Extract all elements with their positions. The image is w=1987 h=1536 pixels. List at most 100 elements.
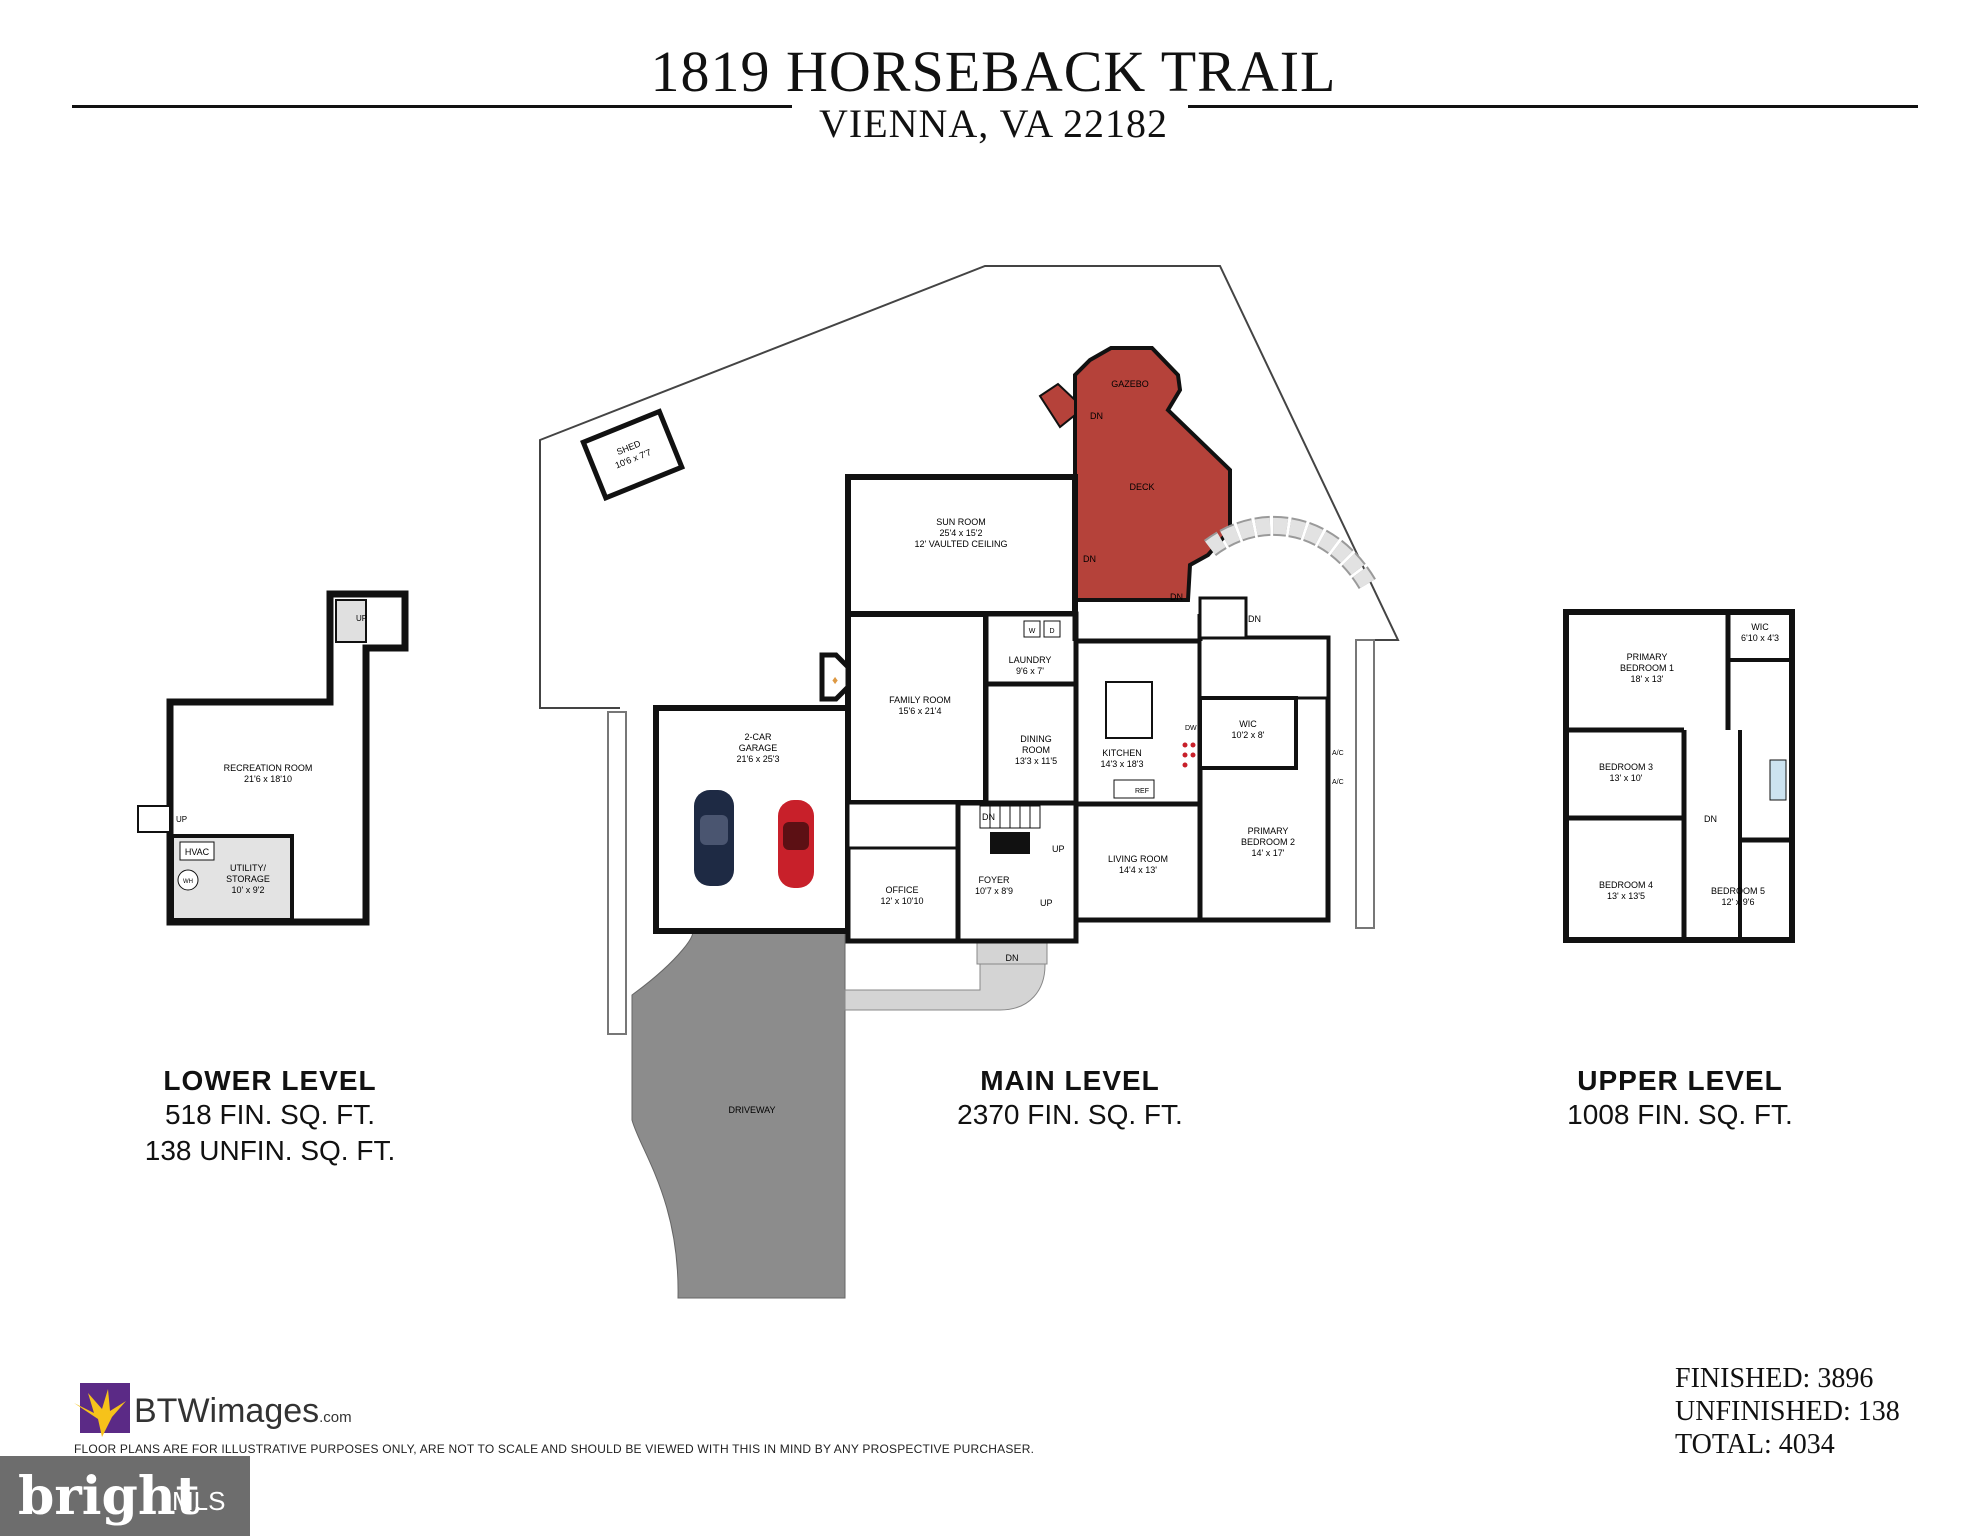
recreation-label: RECREATION ROOM <box>224 763 313 773</box>
upper-level-plan: PRIMARY BEDROOM 1 18' x 13' WIC 6'10 x 4… <box>1563 609 1795 943</box>
lower-level-unfin: 138 UNFIN. SQ. FT. <box>144 1135 396 1166</box>
utility-label-2: STORAGE <box>226 874 270 884</box>
dryer-label: D <box>1049 628 1054 635</box>
foyer-label: FOYER <box>978 875 1010 885</box>
deck-dn-label-2: DN <box>1083 554 1096 564</box>
fireplace <box>819 652 851 702</box>
deck-steps <box>1038 382 1076 429</box>
dining-label-1: DINING <box>1020 734 1052 744</box>
bedroom3-label: BEDROOM 3 <box>1599 762 1653 772</box>
deck-dn-label: DN <box>1090 411 1103 421</box>
utility-dims: 10' x 9'2 <box>232 885 265 895</box>
family-room-label: FAMILY ROOM <box>889 695 951 705</box>
laundry-dims: 9'6 x 7' <box>1016 666 1044 676</box>
garage-dims: 21'6 x 25'3 <box>737 754 780 764</box>
bright-mls-watermark: bright MLS <box>0 1456 250 1536</box>
office-label: OFFICE <box>886 885 919 895</box>
staircase <box>979 805 1041 854</box>
city-subtitle: VIENNA, VA 22182 <box>819 101 1168 146</box>
deck-label: DECK <box>1129 482 1154 492</box>
finished-total: FINISHED: 3896 <box>1675 1363 1874 1394</box>
main-level-caption: MAIN LEVEL 2370 FIN. SQ. FT. <box>920 1065 1220 1133</box>
office-dims: 12' x 10'10 <box>881 896 924 906</box>
utility-label-1: UTILITY/ <box>230 863 267 873</box>
dining-dims: 13'3 x 11'5 <box>1015 756 1057 766</box>
btwimages-logo-text: BTWimages.com <box>134 1392 352 1431</box>
recreation-dims: 21'6 x 18'10 <box>244 774 292 784</box>
kitchen-island <box>1105 681 1153 739</box>
foyer-up-label-1: UP <box>1052 844 1065 854</box>
header-rule-left <box>72 105 792 108</box>
sun-room-ceiling: 12' VAULTED CEILING <box>915 539 1008 549</box>
address-title: 1819 HORSEBACK TRAIL <box>650 39 1337 104</box>
garage-label-1: 2-CAR <box>744 732 772 742</box>
foyer-up-label-2: UP <box>1040 898 1053 908</box>
primary2-label-1: PRIMARY <box>1248 826 1289 836</box>
paver-column-left <box>607 711 627 1035</box>
rear-steps <box>1198 596 1248 640</box>
svg-text:♦: ♦ <box>832 673 838 687</box>
main-level-fin: 2370 FIN. SQ. FT. <box>957 1099 1183 1130</box>
dw-label: DW <box>1185 725 1197 732</box>
family-room-dims: 15'6 x 21'4 <box>899 706 942 716</box>
square-footage-totals: FINISHED: 3896 UNFINISHED: 138 TOTAL: 40… <box>1675 1362 1900 1461</box>
hvac-label: HVAC <box>185 847 210 857</box>
wic-main-dims: 10'2 x 8' <box>1232 730 1265 740</box>
ac-label-2: A/C <box>1332 779 1344 786</box>
unfinished-total: UNFINISHED: 138 <box>1675 1396 1900 1427</box>
front-walkway <box>844 959 1046 1011</box>
wic-main <box>1198 696 1298 770</box>
garage-label-2: GARAGE <box>739 743 778 753</box>
primary2-label-2: BEDROOM 2 <box>1241 837 1295 847</box>
main-level-name: MAIN LEVEL <box>980 1065 1160 1096</box>
disclaimer-text: FLOOR PLANS ARE FOR ILLUSTRATIVE PURPOSE… <box>74 1442 1035 1456</box>
living-label: LIVING ROOM <box>1108 854 1168 864</box>
driveway <box>631 931 846 1299</box>
yard-outline <box>539 265 1400 709</box>
car-blue <box>694 790 734 886</box>
paver-column-right <box>1355 639 1375 929</box>
car-red <box>778 800 814 888</box>
bedroom5-dims: 12' x 9'6 <box>1722 897 1755 907</box>
laundry-label: LAUNDRY <box>1009 655 1052 665</box>
wic-upper-dims: 6'10 x 4'3 <box>1741 633 1779 643</box>
primary-bath <box>1198 636 1330 700</box>
logo-name: BTWimages <box>134 1392 320 1430</box>
wic-upper-label: WIC <box>1751 622 1769 632</box>
upper-level-fin: 1008 FIN. SQ. FT. <box>1567 1099 1793 1130</box>
btwimages-logo-icon <box>74 1383 130 1437</box>
ac-label-1: A/C <box>1332 750 1344 757</box>
lower-up-label-1: UP <box>356 614 367 623</box>
upper-level-name: UPPER LEVEL <box>1577 1065 1783 1096</box>
driveway-label: DRIVEWAY <box>728 1105 775 1115</box>
upper-level-caption: UPPER LEVEL 1008 FIN. SQ. FT. <box>1540 1065 1820 1133</box>
bedroom3-dims: 13' x 10' <box>1610 773 1643 783</box>
lower-level-fin: 518 FIN. SQ. FT. <box>164 1099 376 1130</box>
dining-room <box>983 681 1079 807</box>
wic-main-label: WIC <box>1239 719 1257 729</box>
gazebo-label: GAZEBO <box>1111 379 1149 389</box>
primary2-dims: 14' x 17' <box>1252 848 1285 858</box>
washer-label: W <box>1029 628 1036 635</box>
bedroom5-label: BEDROOM 5 <box>1711 886 1765 896</box>
kitchen-label: KITCHEN <box>1102 748 1142 758</box>
primary1-label-2: BEDROOM 1 <box>1620 663 1674 673</box>
foyer-dims: 10'7 x 8'9 <box>975 886 1013 896</box>
header-rule-right <box>1188 105 1918 108</box>
shed: SHED 10'6 x 7'7 <box>580 408 686 502</box>
sun-room-label: SUN ROOM <box>936 517 986 527</box>
deck-dn-label-3: DN <box>1170 592 1183 602</box>
dining-label-2: ROOM <box>1022 745 1050 755</box>
lower-level-name: LOWER LEVEL <box>163 1065 377 1096</box>
primary1-label-1: PRIMARY <box>1627 652 1668 662</box>
lower-level-plan: UP UTILITY/ STORAGE 10' x 9'2 HVAC WH UP… <box>137 590 409 926</box>
foyer-dn-label: DN <box>982 812 995 822</box>
ref-label: REF <box>1135 788 1149 795</box>
kitchen-dims: 14'3 x 18'3 <box>1101 759 1144 769</box>
stove-burners <box>1182 742 1196 768</box>
powder-room <box>846 801 960 850</box>
living-dims: 14'4 x 13' <box>1119 865 1157 875</box>
foyer <box>955 800 1079 944</box>
rear-steps-dn-label: DN <box>1248 614 1261 624</box>
